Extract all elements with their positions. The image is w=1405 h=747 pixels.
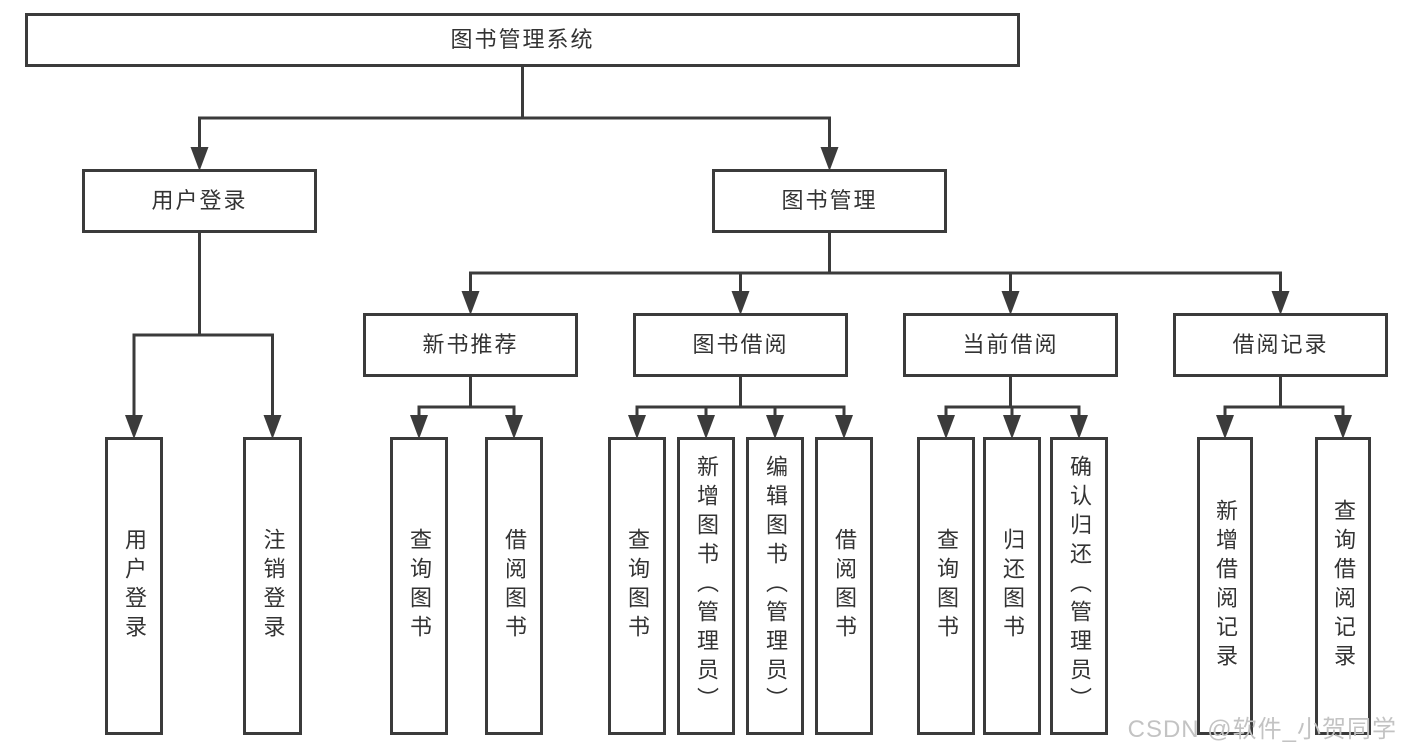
- node-label-br-add-record: 新增借阅记录: [1213, 498, 1238, 674]
- node-borrow-records: 借阅记录: [1173, 313, 1388, 377]
- arrowhead-icon: [1070, 415, 1088, 439]
- node-bb-add-books: 新增图书（管理员）: [677, 437, 735, 735]
- node-nbr-query-books: 查询图书: [390, 437, 448, 735]
- arrowhead-icon: [628, 415, 646, 439]
- node-bb-query-books: 查询图书: [608, 437, 666, 735]
- node-label-bb-query-books: 查询图书: [625, 527, 650, 645]
- node-label-nbr-query-books: 查询图书: [407, 527, 432, 645]
- node-current-borrow: 当前借阅: [903, 313, 1118, 377]
- arrowhead-icon: [410, 415, 428, 439]
- node-bb-borrow-books: 借阅图书: [815, 437, 873, 735]
- arrowhead-icon: [263, 415, 282, 439]
- arrowhead-icon: [190, 147, 209, 171]
- node-label-current-borrow: 当前借阅: [962, 331, 1059, 357]
- node-cb-query-books: 查询图书: [917, 437, 975, 735]
- node-label-logout: 注销登录: [260, 527, 286, 645]
- node-bb-edit-books: 编辑图书（管理员）: [746, 437, 804, 735]
- node-user-login: 用户登录: [82, 169, 317, 233]
- node-label-cb-return-books: 归还图书: [1000, 527, 1025, 645]
- node-book-borrow: 图书借阅: [633, 313, 848, 377]
- arrowhead-icon: [461, 291, 480, 315]
- node-label-new-book-rec: 新书推荐: [422, 331, 519, 357]
- node-br-query-record: 查询借阅记录: [1315, 437, 1371, 735]
- node-label-br-query-record: 查询借阅记录: [1331, 498, 1356, 674]
- arrowhead-icon: [1003, 415, 1021, 439]
- arrowhead-icon: [697, 415, 715, 439]
- arrowhead-icon: [1271, 291, 1290, 315]
- node-label-book-borrow: 图书借阅: [692, 331, 789, 357]
- node-new-book-rec: 新书推荐: [363, 313, 578, 377]
- node-logout: 注销登录: [243, 437, 302, 735]
- node-label-user-login: 用户登录: [151, 187, 248, 213]
- arrowhead-icon: [125, 415, 143, 439]
- node-label-book-mgmt: 图书管理: [781, 187, 878, 213]
- node-label-bb-add-books: 新增图书（管理员）: [694, 455, 719, 717]
- node-label-bb-edit-books: 编辑图书（管理员）: [763, 455, 788, 717]
- node-book-mgmt: 图书管理: [712, 169, 947, 233]
- node-nbr-borrow-books: 借阅图书: [485, 437, 543, 735]
- node-label-bb-borrow-books: 借阅图书: [832, 527, 857, 645]
- node-label-nbr-borrow-books: 借阅图书: [502, 527, 527, 645]
- node-root: 图书管理系统: [25, 13, 1020, 67]
- arrowhead-icon: [937, 415, 955, 439]
- node-label-root: 图书管理系统: [450, 26, 595, 52]
- node-label-borrow-records: 借阅记录: [1232, 331, 1329, 357]
- arrowhead-icon: [505, 415, 523, 439]
- node-cb-confirm-return: 确认归还（管理员）: [1050, 437, 1108, 735]
- arrowhead-icon: [731, 291, 750, 315]
- arrowhead-icon: [1001, 291, 1020, 315]
- arrowhead-icon: [820, 147, 839, 171]
- node-label-cb-confirm-return: 确认归还（管理员）: [1067, 455, 1092, 717]
- node-cb-return-books: 归还图书: [983, 437, 1041, 735]
- arrowhead-icon: [835, 415, 853, 439]
- node-br-add-record: 新增借阅记录: [1197, 437, 1253, 735]
- node-label-login: 用户登录: [122, 527, 147, 645]
- arrowhead-icon: [1334, 415, 1352, 439]
- node-label-cb-query-books: 查询图书: [934, 527, 959, 645]
- arrowhead-icon: [766, 415, 784, 439]
- node-login: 用户登录: [105, 437, 163, 735]
- arrowhead-icon: [1216, 415, 1234, 439]
